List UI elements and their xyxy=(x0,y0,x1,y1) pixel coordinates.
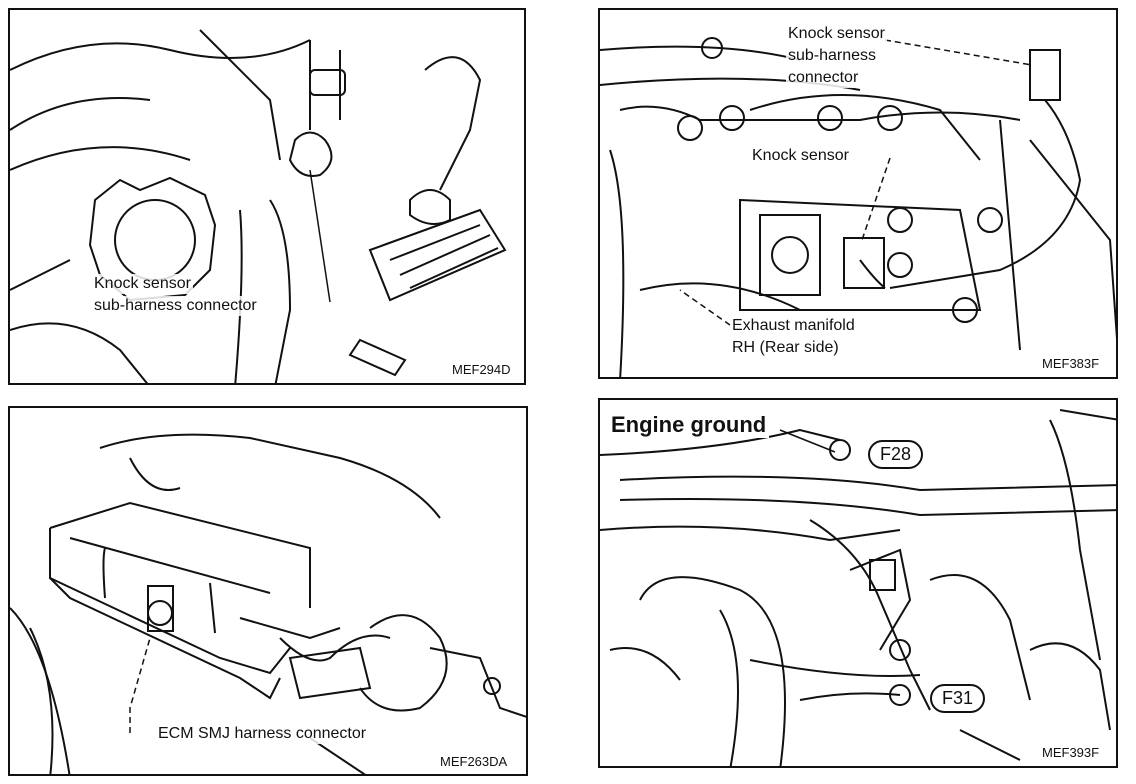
engine-illustration xyxy=(600,37,1116,377)
panel-knock-sensor-connector-left: Knock sensor sub-harness connector MEF29… xyxy=(8,8,526,385)
knock-sensor-label-line1: Knock sensor xyxy=(92,274,193,294)
engine-illustration xyxy=(10,29,507,383)
ecm-illustration xyxy=(10,433,526,774)
panel-knock-sensor-right: Knock sensor sub-harness connector Knock… xyxy=(598,8,1118,379)
panel-engine-ground: Engine ground F28 F31 MEF393F xyxy=(598,398,1118,768)
ecm-connector-label: ECM SMJ harness connector xyxy=(156,724,369,744)
connector-badge-f28: F28 xyxy=(868,440,924,469)
engine-illustration xyxy=(600,409,1116,766)
connector-label-line3: connector xyxy=(786,68,861,88)
connector-badge-f31: F31 xyxy=(930,684,986,713)
figure-code: MEF263DA xyxy=(438,754,510,769)
figure-code: MEF383F xyxy=(1040,356,1102,371)
engine-ground-title: Engine ground xyxy=(608,412,770,438)
connector-label-line1: Knock sensor xyxy=(786,24,887,44)
knock-sensor-label: Knock sensor xyxy=(750,146,851,166)
figure-code: MEF294D xyxy=(450,362,513,377)
figure-code: MEF393F xyxy=(1040,745,1102,760)
connector-label-line2: sub-harness xyxy=(786,46,879,66)
exhaust-manifold-label-line1: Exhaust manifold xyxy=(730,316,857,336)
panel-ecm-connector: ECM SMJ harness connector MEF263DA xyxy=(8,406,528,776)
exhaust-manifold-label-line2: RH (Rear side) xyxy=(730,338,841,358)
knock-sensor-label-line2: sub-harness connector xyxy=(92,296,259,316)
